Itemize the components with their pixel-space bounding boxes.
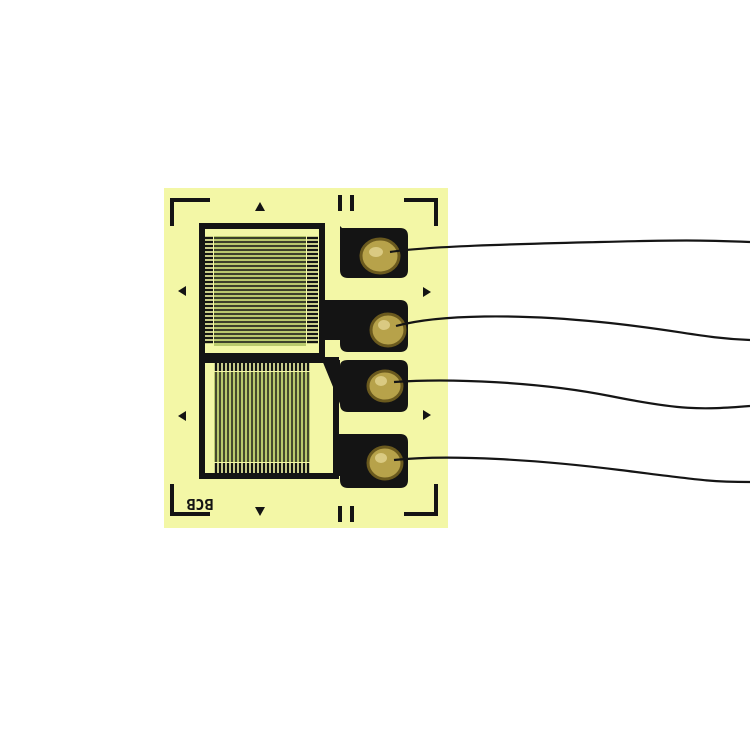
upper-grid-end-loops (204, 236, 318, 344)
lower-grid-end-loops (214, 362, 310, 474)
solder-joint-3 (366, 369, 404, 403)
gauge-marking: BCB (186, 495, 213, 513)
lead-wire-2 (395, 315, 750, 342)
lower-grid-lines (215, 372, 309, 462)
upper-grid-bus (199, 223, 325, 359)
lower-grid-area (214, 372, 310, 462)
lead-wire-1 (389, 239, 750, 254)
solder-joint-2 (369, 312, 407, 348)
lower-grid-bus (199, 357, 339, 479)
lead-wire-3 (393, 379, 750, 410)
solder-joint-4 (366, 445, 404, 481)
solder-joints (359, 237, 407, 481)
alignment-arrows (178, 202, 431, 516)
upper-grid-lines (214, 237, 306, 343)
corner-brackets (170, 198, 438, 516)
lead-wires (389, 239, 750, 484)
lead-wire-4 (393, 456, 750, 484)
upper-grid-frame (202, 226, 408, 278)
center-marks (338, 195, 354, 522)
